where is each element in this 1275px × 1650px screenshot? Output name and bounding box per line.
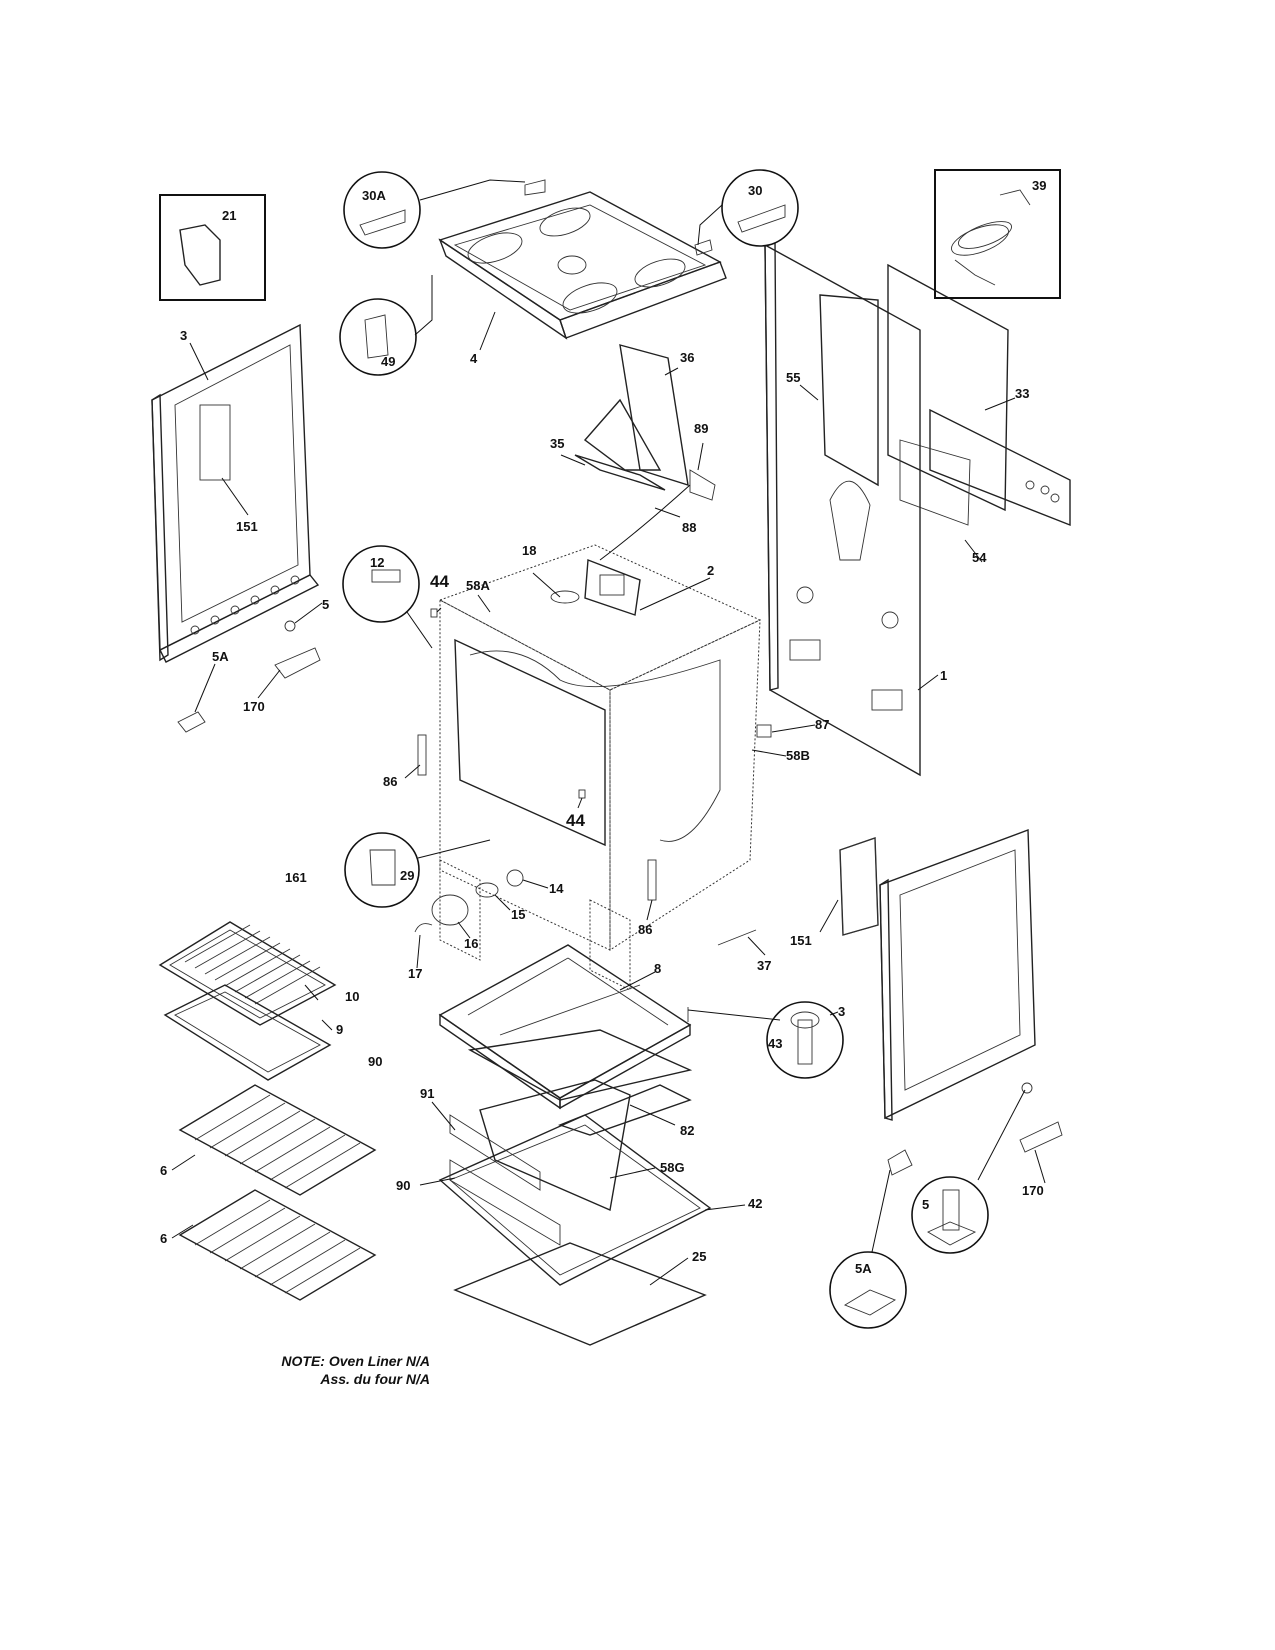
label-5A-left: 5A bbox=[212, 649, 229, 664]
main-top-part bbox=[438, 191, 727, 340]
inset-21 bbox=[159, 194, 266, 301]
note-line-2: Ass. du four N/A bbox=[320, 1371, 430, 1387]
label-86-right: 86 bbox=[638, 922, 652, 937]
label-21: 21 bbox=[222, 208, 236, 223]
label-37: 37 bbox=[757, 958, 771, 973]
label-30A: 30A bbox=[362, 188, 386, 203]
label-18: 18 bbox=[522, 543, 536, 558]
label-58G: 58G bbox=[660, 1160, 685, 1175]
label-90-bottom: 90 bbox=[396, 1178, 410, 1193]
label-14: 14 bbox=[549, 881, 564, 896]
label-161: 161 bbox=[285, 870, 307, 885]
label-25: 25 bbox=[692, 1249, 706, 1264]
back-panel-part bbox=[764, 238, 921, 777]
oven-body-part bbox=[438, 544, 762, 991]
label-9: 9 bbox=[336, 1022, 343, 1037]
label-44-top: 44 bbox=[430, 572, 449, 591]
label-86-left: 86 bbox=[383, 774, 397, 789]
label-39: 39 bbox=[1032, 178, 1046, 193]
label-55: 55 bbox=[786, 370, 800, 385]
label-3-left: 3 bbox=[180, 328, 187, 343]
label-88: 88 bbox=[682, 520, 696, 535]
label-91: 91 bbox=[420, 1086, 434, 1101]
label-17: 17 bbox=[408, 966, 422, 981]
label-82: 82 bbox=[680, 1123, 694, 1138]
label-12: 12 bbox=[370, 555, 384, 570]
label-58B: 58B bbox=[786, 748, 810, 763]
drawer-assembly-part bbox=[438, 944, 712, 1346]
label-33: 33 bbox=[1015, 386, 1029, 401]
label-151-left: 151 bbox=[236, 519, 258, 534]
label-43: 43 bbox=[768, 1036, 782, 1051]
label-29: 29 bbox=[400, 868, 414, 883]
label-151-right: 151 bbox=[790, 933, 812, 948]
door-left-part bbox=[151, 323, 320, 663]
label-5A-right: 5A bbox=[855, 1261, 872, 1276]
callout-labels: 30A 30 21 39 49 4 3 151 36 55 33 35 89 8… bbox=[160, 178, 1046, 1276]
note-line-1: NOTE: Oven Liner N/A bbox=[281, 1353, 430, 1369]
label-44-mid: 44 bbox=[566, 811, 585, 830]
label-1: 1 bbox=[940, 668, 947, 683]
label-87: 87 bbox=[815, 717, 829, 732]
inset-39 bbox=[934, 169, 1061, 299]
label-5-right: 5 bbox=[922, 1197, 929, 1212]
label-42: 42 bbox=[748, 1196, 762, 1211]
label-36: 36 bbox=[680, 350, 694, 365]
label-54: 54 bbox=[972, 550, 987, 565]
label-2: 2 bbox=[707, 563, 714, 578]
broiler-pan-part bbox=[158, 921, 337, 1081]
label-30: 30 bbox=[748, 183, 762, 198]
label-89: 89 bbox=[694, 421, 708, 436]
label-6-bottom: 6 bbox=[160, 1231, 167, 1246]
label-3-right: 3 bbox=[838, 1004, 845, 1019]
label-170-right: 170 bbox=[1022, 1183, 1044, 1198]
label-170-left: 170 bbox=[243, 699, 265, 714]
label-35: 35 bbox=[550, 436, 564, 451]
callout-circles bbox=[339, 169, 989, 1329]
oven-liner-note: NOTE: Oven Liner N/A Ass. du four N/A bbox=[230, 1352, 430, 1388]
leader-lines bbox=[171, 179, 1046, 1286]
label-5-left: 5 bbox=[322, 597, 329, 612]
label-6-top: 6 bbox=[160, 1163, 167, 1178]
small-parts bbox=[177, 179, 1063, 1176]
rear-panels-part bbox=[819, 263, 1071, 527]
label-90-top: 90 bbox=[368, 1054, 382, 1069]
label-58A: 58A bbox=[466, 578, 490, 593]
label-49: 49 bbox=[381, 354, 395, 369]
label-8: 8 bbox=[654, 961, 661, 976]
label-16: 16 bbox=[464, 936, 478, 951]
label-4: 4 bbox=[470, 351, 478, 366]
label-15: 15 bbox=[511, 907, 525, 922]
side-panel-right-part bbox=[839, 829, 1036, 1121]
oven-racks-part bbox=[178, 1084, 377, 1301]
label-10: 10 bbox=[345, 989, 359, 1004]
